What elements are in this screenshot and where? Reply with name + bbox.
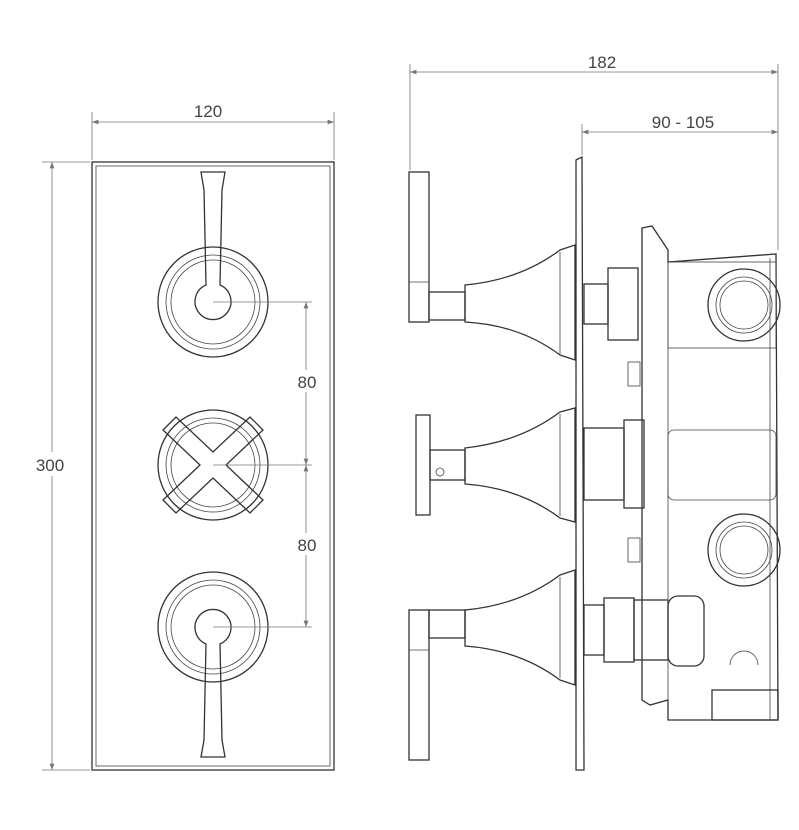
wall-plate (575, 155, 585, 771)
top-handle-side (408, 171, 430, 323)
svg-text:300: 300 (36, 456, 64, 475)
bottom-handle-side (408, 609, 430, 761)
cross-handle-side (415, 414, 431, 516)
front-plate (91, 161, 335, 771)
side-view (408, 155, 781, 771)
valve-body (641, 225, 779, 721)
dim-spacing: 80 80 (292, 302, 324, 627)
dim-front-width: 120 (91, 100, 335, 160)
bottom-lever-knob (157, 571, 269, 758)
svg-text:80: 80 (298, 373, 317, 392)
svg-text:90 - 105: 90 - 105 (652, 113, 714, 132)
dim-side-wall-depth: 90 - 105 (581, 112, 778, 155)
cones (428, 244, 576, 686)
svg-text:80: 80 (298, 536, 317, 555)
dim-side-total: 182 (409, 50, 779, 250)
top-lever-knob (157, 171, 269, 358)
dim-front-height: 300 (30, 161, 90, 771)
front-view (91, 161, 335, 771)
svg-text:120: 120 (194, 102, 222, 121)
svg-text:182: 182 (588, 53, 616, 72)
